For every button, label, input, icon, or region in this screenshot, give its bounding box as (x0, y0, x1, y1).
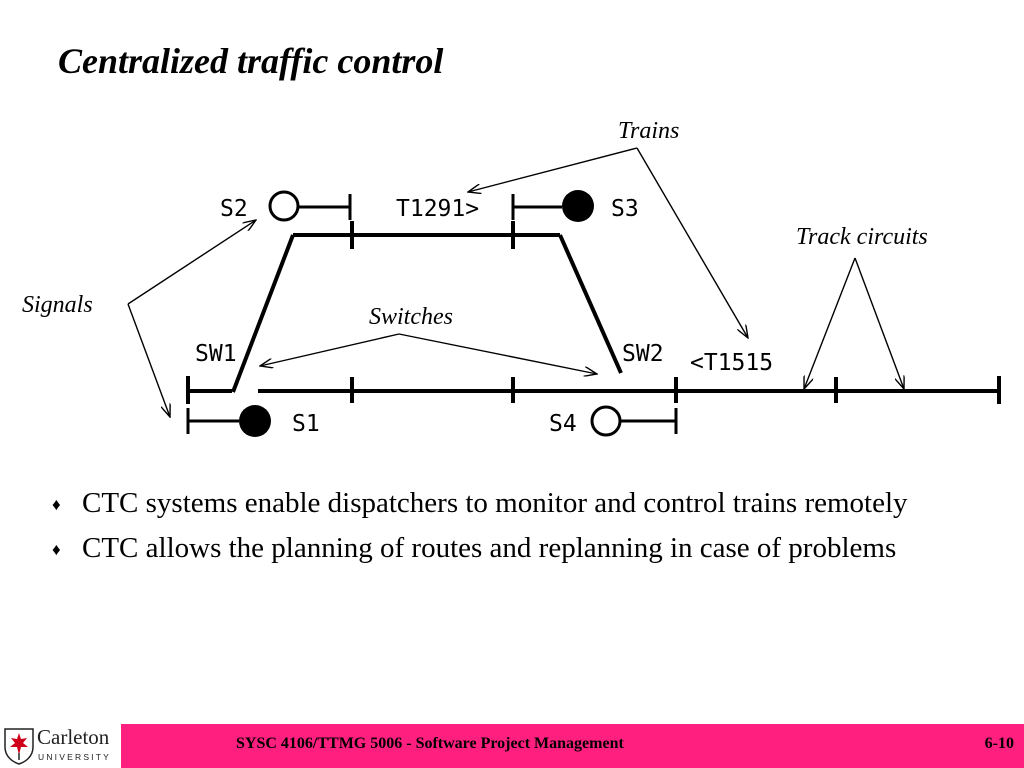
logo-subtitle: UNIVERSITY (38, 752, 112, 762)
signal-s4-lamp-icon (590, 405, 622, 437)
track-circuits-callout-label: Track circuits (796, 224, 928, 250)
signal-s2 (268, 190, 352, 222)
page-number: 6-10 (984, 735, 1014, 752)
signal-s1-label: S1 (292, 411, 320, 437)
signals-arrow-s1 (127, 303, 170, 417)
slide-title: Centralized traffic control (58, 41, 444, 81)
footer-bar: SYSC 4106/TTMG 5006 - Software Project M… (121, 724, 1024, 768)
switches-arrow-sw2 (398, 333, 597, 374)
signal-s4 (590, 405, 678, 437)
signal-s3-label: S3 (611, 196, 639, 222)
signal-s1-lamp-icon (239, 405, 271, 437)
track-circuits-arrow-right (854, 257, 904, 389)
switch-sw1-track (231, 234, 295, 393)
track-circuits-arrow-left (804, 257, 856, 389)
siding-track (293, 221, 560, 249)
signal-s2-lamp-icon (268, 190, 300, 222)
track-circuit-separators (186, 376, 1001, 404)
course-title: SYSC 4106/TTMG 5006 - Software Project M… (236, 735, 624, 752)
bullet-item: ♦ CTC systems enable dispatchers to moni… (50, 486, 950, 521)
diamond-bullet-icon: ♦ (52, 495, 61, 514)
signals-arrow-s2 (127, 220, 256, 305)
ctc-track-diagram: S2 T1291> S3 SW1 SW2 <T1515 S1 S4 Trains… (22, 118, 1001, 437)
carleton-crest-icon (4, 728, 34, 765)
trains-arrow-t1515 (636, 147, 748, 338)
signal-s1 (186, 405, 271, 437)
signal-s3-lamp-icon (562, 190, 594, 222)
train-t1291-label: T1291> (396, 196, 479, 222)
logo-name: Carleton (37, 725, 110, 749)
bullet-list: ♦ CTC systems enable dispatchers to moni… (50, 486, 950, 576)
bullet-text: CTC allows the planning of routes and re… (82, 532, 897, 564)
signal-s3 (511, 190, 594, 222)
signal-s4-label: S4 (549, 411, 577, 437)
switch-sw2-label: SW2 (622, 341, 664, 367)
diamond-bullet-icon: ♦ (52, 540, 61, 559)
train-t1515-label: <T1515 (690, 350, 773, 376)
switches-callout-label: Switches (369, 304, 453, 330)
trains-arrow-t1291 (468, 147, 638, 192)
callout-arrows (127, 147, 904, 417)
trains-callout-label: Trains (618, 118, 679, 144)
carleton-logo: Carleton UNIVERSITY (0, 724, 120, 768)
bullet-item: ♦ CTC allows the planning of routes and … (50, 531, 950, 566)
signals-callout-label: Signals (22, 292, 93, 318)
bullet-text: CTC systems enable dispatchers to monito… (82, 487, 908, 519)
switch-sw2-track (558, 234, 623, 374)
signal-s2-label: S2 (220, 196, 248, 222)
switches-arrow-sw1 (260, 333, 400, 366)
switch-sw1-label: SW1 (195, 341, 237, 367)
